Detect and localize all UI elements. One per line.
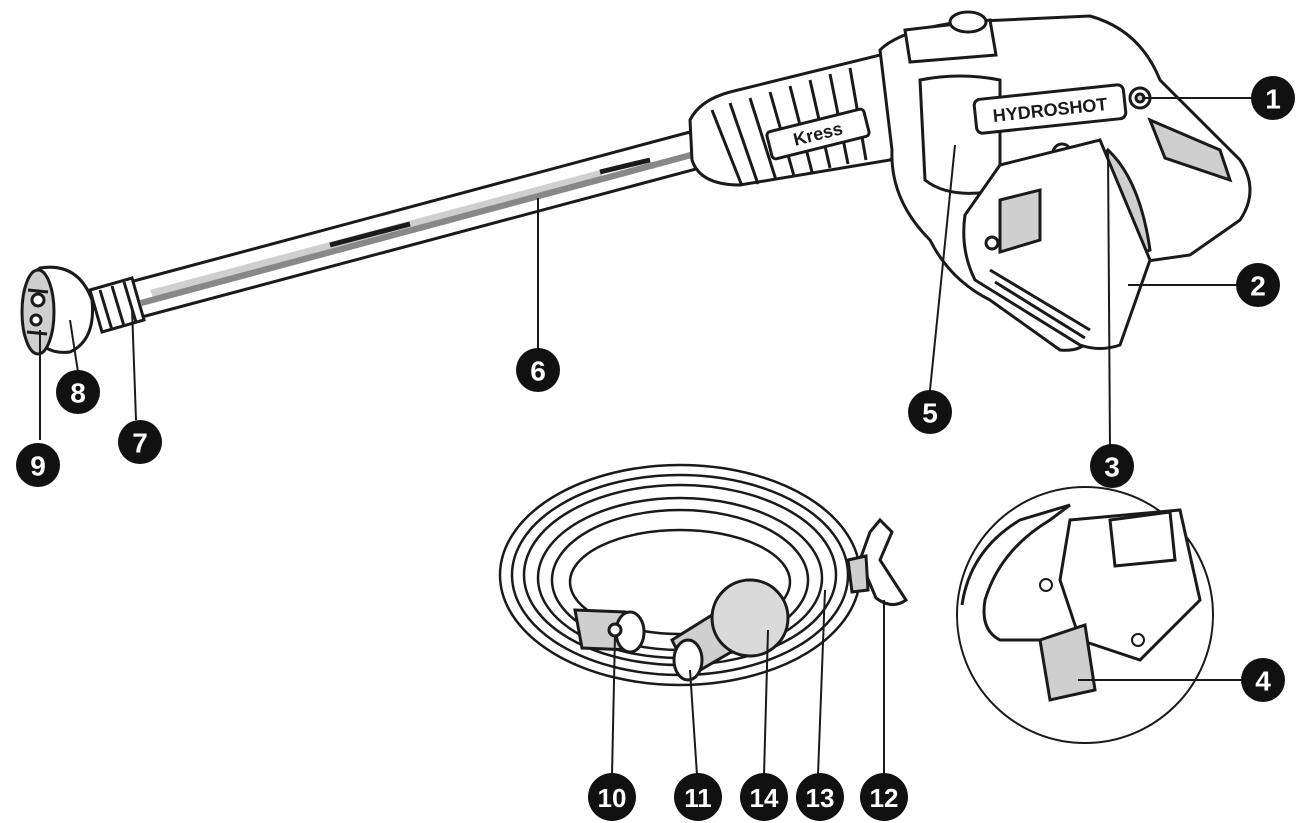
- callout-7: 7: [118, 420, 162, 464]
- svg-text:8: 8: [70, 378, 86, 409]
- battery-pack: [962, 138, 1152, 350]
- spray-nozzle: [20, 265, 95, 356]
- callout-13: 13: [796, 773, 844, 821]
- svg-text:9: 9: [30, 451, 46, 482]
- detail-inset: [956, 486, 1214, 744]
- hose-clip: [846, 517, 909, 606]
- svg-text:11: 11: [684, 783, 712, 813]
- callout-9: 9: [16, 443, 60, 487]
- svg-text:7: 7: [132, 428, 148, 459]
- callout-11: 11: [674, 773, 722, 821]
- svg-text:6: 6: [530, 356, 546, 387]
- callout-2: 2: [1236, 263, 1280, 307]
- svg-text:5: 5: [922, 398, 938, 429]
- svg-text:12: 12: [870, 783, 899, 813]
- callout-5: 5: [908, 390, 952, 434]
- callout-6: 6: [516, 348, 560, 392]
- callout-10: 10: [588, 773, 636, 821]
- callout-12: 12: [860, 773, 908, 821]
- callout-14: 14: [740, 773, 788, 821]
- ribbed-grip: Kress: [688, 53, 906, 187]
- callout-3: 3: [1090, 444, 1134, 488]
- svg-text:3: 3: [1104, 452, 1120, 483]
- callout-8: 8: [56, 370, 100, 414]
- callout-4: 4: [1241, 658, 1285, 702]
- svg-text:1: 1: [1265, 84, 1281, 115]
- svg-text:13: 13: [806, 783, 835, 813]
- lance: [128, 130, 702, 320]
- svg-text:2: 2: [1250, 271, 1266, 302]
- svg-text:4: 4: [1255, 666, 1271, 697]
- leader-lines: [39, 97, 1255, 776]
- callout-1: 1: [1251, 76, 1295, 120]
- hose-connector-left: [573, 608, 646, 654]
- svg-text:10: 10: [598, 783, 627, 813]
- adapter-ball: [710, 578, 790, 658]
- svg-text:14: 14: [750, 783, 779, 813]
- lance-coupling: [88, 276, 146, 334]
